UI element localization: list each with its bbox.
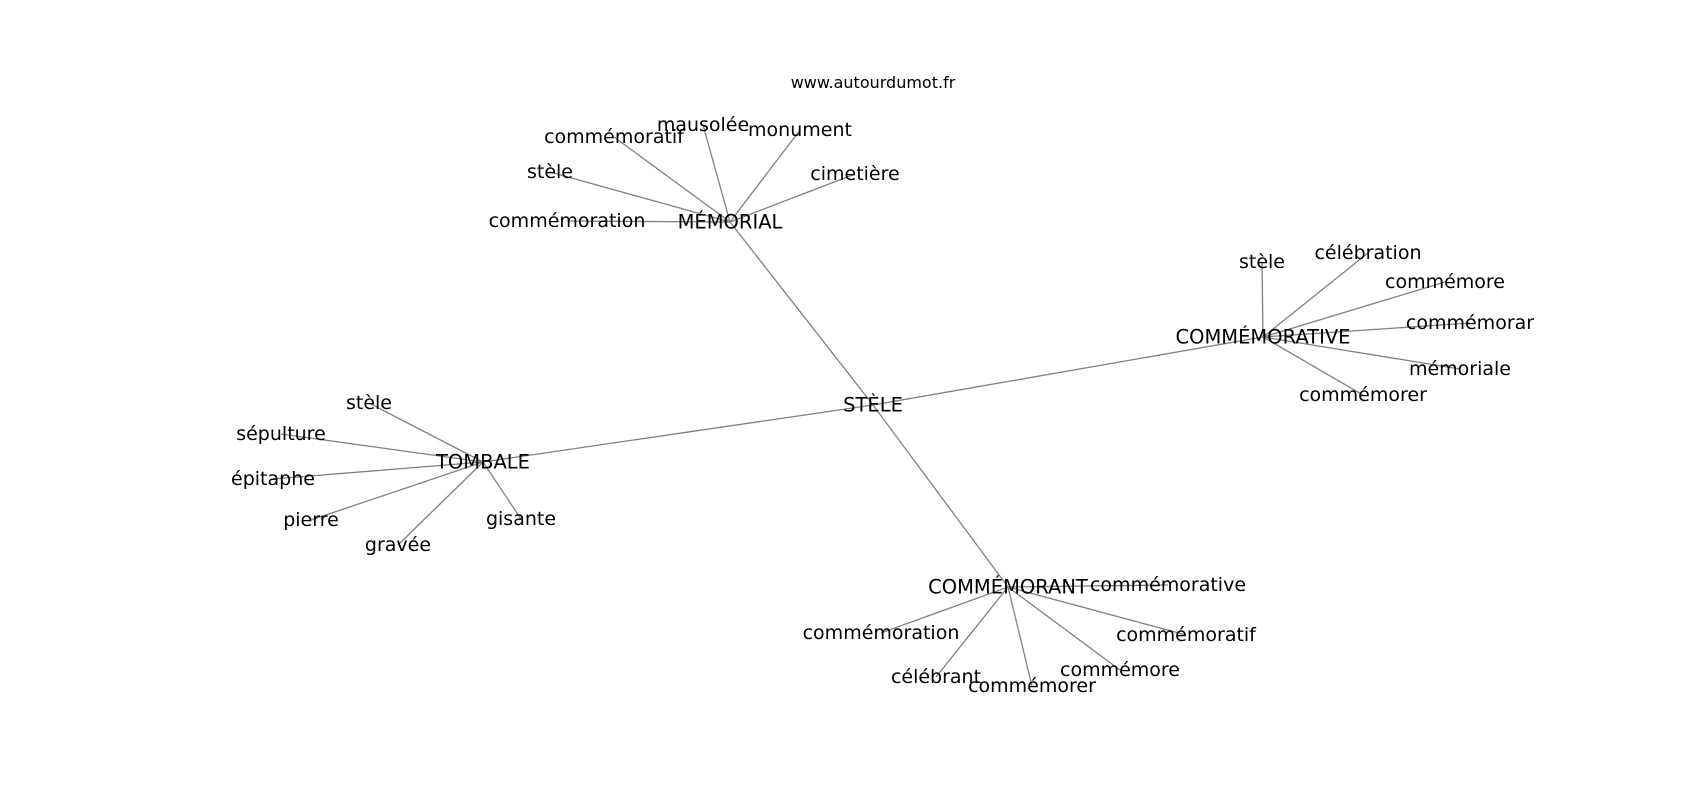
leaf-node-tombale-3: pierre [283,509,339,531]
edge-memorial-leaf-3 [549,171,731,223]
leaf-node-memorial-0: commémoratif [544,126,685,148]
edge-tombale-leaf-3 [310,461,484,521]
edge-commemorant-leaf-4 [935,586,1009,678]
edge-root-commemorant [872,404,1009,588]
leaf-node-commemorative-1: célébration [1314,242,1421,264]
edge-tombale-leaf-0 [368,402,484,463]
leaf-node-tombale-2: épitaphe [231,468,315,490]
hub-node-commemorative: COMMÉMORATIVE [1175,326,1350,349]
leaf-node-commemorative-3: commémorar [1406,312,1534,334]
edge-commemorative-leaf-0 [1261,261,1264,338]
edge-tombale-leaf-5 [482,461,522,520]
leaf-node-tombale-1: sépulture [236,423,326,445]
edge-tombale-leaf-4 [397,461,484,546]
leaf-node-commemorant-2: commémoratif [1116,624,1257,646]
leaf-node-memorial-5: commémoration [489,210,646,232]
edge-commemorant-leaf-3 [1007,586,1121,671]
edge-tombale-leaf-1 [280,433,484,463]
leaf-node-commemorant-5: commémorer [968,675,1096,697]
leaf-node-commemorant-4: célébrant [891,666,981,688]
edge-memorial-leaf-5 [566,220,731,223]
edge-memorial-leaf-2 [729,129,801,223]
edges-layer [272,124,1471,687]
edge-commemorant-leaf-2 [1007,586,1187,636]
leaf-node-commemorant-3: commémore [1060,659,1180,681]
leaf-node-memorial-2: monument [748,119,852,141]
edge-memorial-leaf-1 [702,124,731,223]
leaf-node-tombale-4: gravée [365,534,431,556]
edge-root-tombale [482,404,874,463]
leaf-node-memorial-1: mausolée [657,114,749,136]
leaf-node-tombale-5: gisante [486,508,556,530]
labels-layer: STÈLEMÉMORIALcommémoratifmausoléemonumen… [231,114,1534,697]
edge-commemorative-leaf-4 [1262,336,1461,370]
leaf-node-commemorative-4: mémoriale [1409,358,1511,380]
edge-memorial-leaf-4 [729,173,856,223]
edge-memorial-leaf-0 [613,136,731,223]
edge-root-memorial [729,221,874,406]
hub-node-memorial: MÉMORIAL [678,211,783,234]
edge-commemorant-leaf-0 [1007,584,1169,588]
edge-commemorative-leaf-5 [1262,336,1364,396]
leaf-node-commemorative-2: commémore [1385,271,1505,293]
leaf-node-memorial-3: stèle [527,161,573,183]
leaf-node-commemorant-0: commémorative [1090,574,1246,596]
hub-node-commemorant: COMMÉMORANT [928,576,1088,599]
edge-commemorative-leaf-1 [1262,252,1369,338]
edge-commemorative-leaf-3 [1262,322,1471,338]
leaf-node-commemorant-1: commémoration [803,622,960,644]
hub-node-tombale: TOMBALE [435,451,530,474]
edge-root-commemorative [872,336,1264,406]
root-node-label: STÈLE [843,394,903,417]
edge-commemorant-leaf-5 [1007,586,1033,687]
leaf-node-commemorative-5: commémorer [1299,384,1427,406]
leaf-node-memorial-4: cimetière [810,163,899,185]
watermark: www.autourdumot.fr [791,73,956,92]
leaf-node-tombale-0: stèle [346,392,392,414]
edge-commemorative-leaf-2 [1262,281,1446,338]
leaf-node-commemorative-0: stèle [1239,251,1285,273]
edge-tombale-leaf-2 [272,461,484,480]
edge-commemorant-leaf-1 [880,586,1009,634]
